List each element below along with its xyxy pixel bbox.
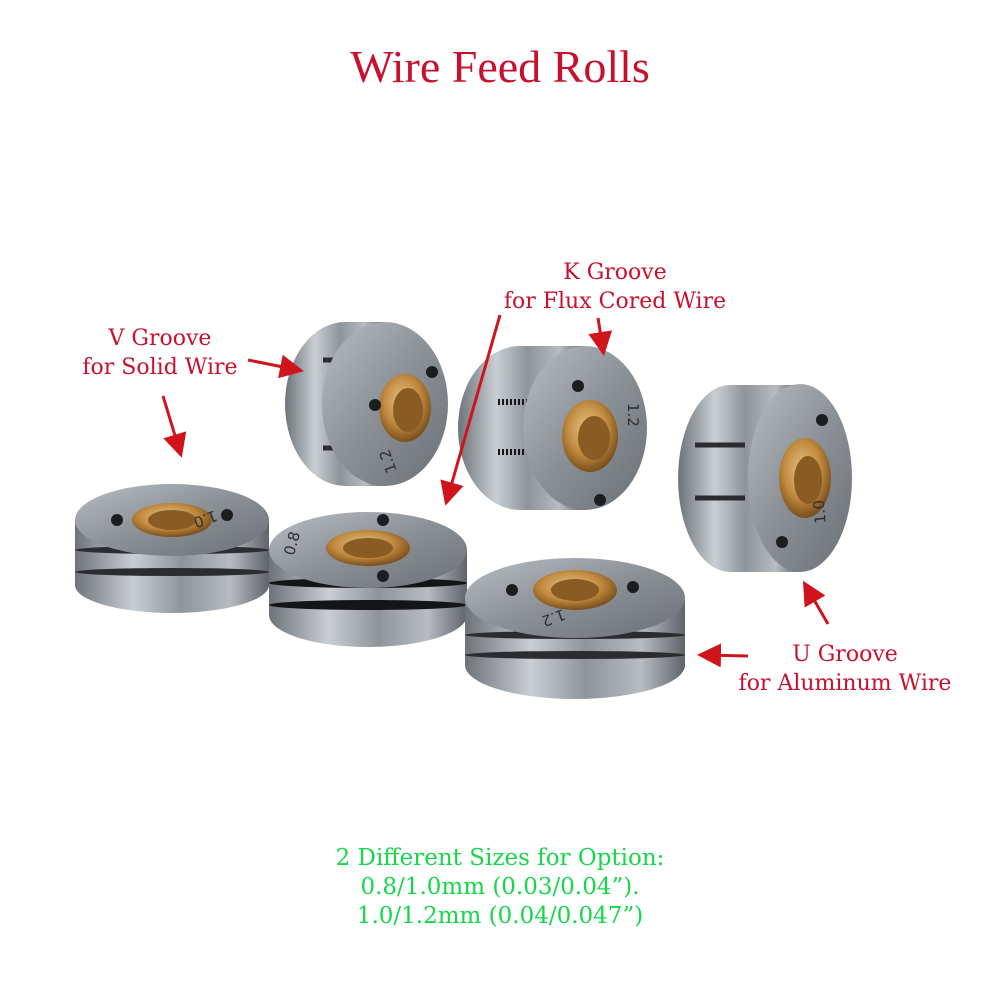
v-groove-arrow-1	[247, 354, 304, 379]
k-groove-arrow-1	[440, 314, 502, 506]
roll-3-size-marking: 0.8	[280, 530, 304, 558]
k-groove-label: K Groove for Flux Cored Wire	[490, 258, 740, 316]
v-groove-arrow-2	[161, 395, 187, 458]
page-title: Wire Feed Rolls	[350, 41, 650, 92]
feed-roll-3: 0.8	[269, 512, 467, 647]
feed-roll-1: 1.0	[75, 484, 269, 613]
k-groove-title: K Groove	[563, 260, 667, 285]
v-groove-title: V Groove	[108, 326, 212, 351]
feed-roll-2: 1.2	[285, 322, 448, 486]
roll-6-size-marking: 1.0	[810, 499, 830, 524]
size-option-1: 0.8/1.0mm (0.03/0.04”).	[360, 874, 640, 900]
size-option-2: 1.0/1.2mm (0.04/0.047”)	[356, 903, 644, 929]
feed-roll-5: 1.2	[465, 558, 685, 699]
u-groove-label: U Groove for Aluminum Wire	[720, 640, 970, 698]
size-options-heading: 2 Different Sizes for Option:	[335, 845, 665, 871]
k-groove-arrow-2	[588, 317, 613, 356]
size-options: 2 Different Sizes for Option: 0.8/1.0mm …	[0, 844, 1000, 931]
v-groove-label: V Groove for Solid Wire	[40, 324, 280, 382]
u-groove-title: U Groove	[792, 642, 898, 667]
u-groove-arrow-2	[697, 643, 749, 668]
k-groove-description: for Flux Cored Wire	[503, 289, 727, 314]
feed-roll-4: 1.2	[458, 346, 647, 510]
roll-4-size-marking: 1.2	[624, 403, 642, 427]
feed-roll-6: 1.0	[678, 384, 852, 572]
v-groove-description: for Solid Wire	[82, 355, 238, 380]
u-groove-description: for Aluminum Wire	[738, 671, 952, 696]
u-groove-arrow-1	[802, 580, 830, 625]
